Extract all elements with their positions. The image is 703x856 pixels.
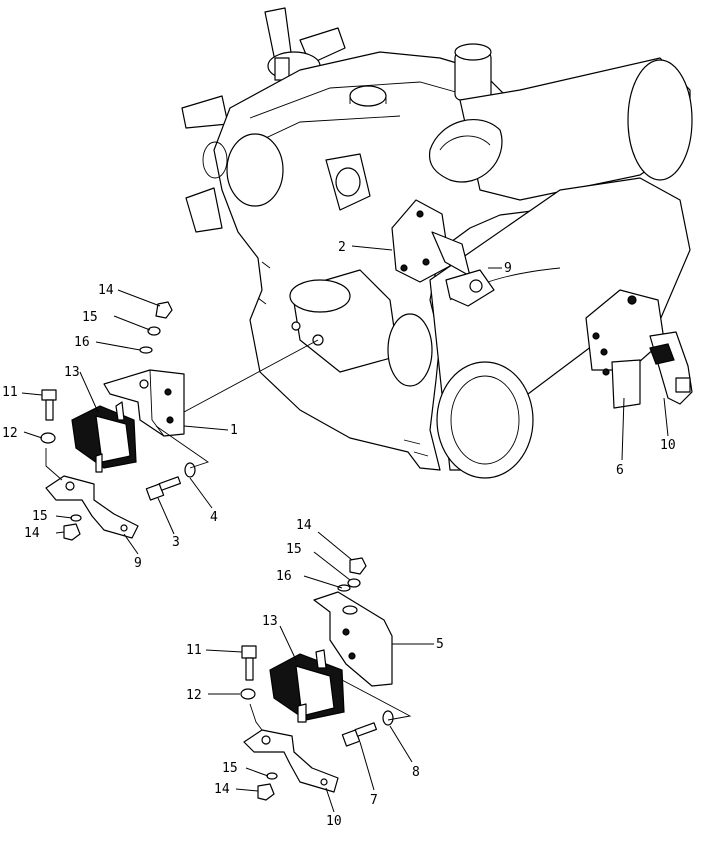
callout-4: 4 — [210, 510, 218, 525]
callout-5: 5 — [436, 637, 444, 652]
timing-cover — [226, 133, 284, 207]
lower-mount-assembly — [240, 557, 412, 801]
callout-15-d: 15 — [222, 761, 238, 776]
left-mount-assembly — [40, 301, 319, 541]
callout-11-b: 11 — [186, 643, 202, 658]
starter-motor — [289, 269, 433, 387]
nut-14-bottom — [257, 783, 275, 801]
callout-10-lower: 10 — [326, 814, 342, 829]
callout-2: 2 — [338, 240, 346, 255]
callout-11-a: 11 — [2, 385, 18, 400]
bolt-7 — [341, 722, 378, 747]
washer-12-lower — [240, 688, 256, 700]
mount-bracket-10-on-engine — [649, 331, 693, 405]
nut-14-lower — [63, 523, 81, 541]
bracket-5 — [313, 591, 393, 687]
callout-16-b: 16 — [276, 569, 292, 584]
bracket-1 — [103, 369, 185, 437]
mount-bracket-9-on-engine — [445, 269, 495, 307]
lock-washer-15-lower — [70, 514, 82, 522]
bracket-6-on-engine — [585, 289, 665, 409]
callout-8: 8 — [412, 765, 420, 780]
mount-bracket-9 — [45, 475, 139, 539]
callout-16-a: 16 — [74, 335, 90, 350]
washer-16-upper — [139, 346, 153, 354]
callout-14-a: 14 — [98, 283, 114, 298]
callout-7: 7 — [370, 793, 378, 808]
washer-8 — [382, 710, 394, 726]
oil-cap — [349, 85, 387, 107]
washer-12 — [40, 432, 56, 444]
callout-13-b: 13 — [262, 614, 278, 629]
engine-assembly — [181, 7, 693, 479]
callout-15-c: 15 — [286, 542, 302, 557]
callout-14-c: 14 — [296, 518, 312, 533]
lock-washer-15-lower-upper — [347, 578, 361, 588]
callout-12-b: 12 — [186, 688, 202, 703]
callout-15-a: 15 — [82, 310, 98, 325]
leader-lines — [21, 245, 669, 813]
bolt-3 — [145, 476, 182, 501]
nut-14-upper — [155, 301, 173, 319]
washer-4 — [184, 462, 196, 478]
callout-14-d: 14 — [214, 782, 230, 797]
muffler — [429, 177, 691, 479]
washer-16-lower-upper — [337, 584, 351, 592]
callout-6: 6 — [616, 463, 624, 478]
rubber-mount-13 — [71, 401, 137, 473]
callout-9-left: 9 — [134, 556, 142, 571]
mount-bracket-10 — [243, 729, 339, 793]
bolt-11 — [41, 389, 57, 421]
lock-washer-15-bottom — [266, 772, 278, 780]
nut-14-lower-upper — [349, 557, 367, 575]
callout-9-engine: 9 — [504, 261, 512, 276]
turbocharger — [428, 43, 693, 201]
callout-13-a: 13 — [64, 365, 80, 380]
rubber-mount-13-lower — [269, 649, 345, 723]
callout-14-b: 14 — [24, 526, 40, 541]
callout-10-engine: 10 — [660, 438, 676, 453]
bolt-11-lower — [241, 645, 257, 681]
lock-washer-15-upper — [147, 326, 161, 336]
callout-labels: 2 9 14 15 16 11 13 12 1 4 3 9 15 14 6 10… — [2, 240, 676, 829]
bracket-2-on-engine — [391, 199, 471, 283]
callout-1: 1 — [230, 423, 238, 438]
callout-3: 3 — [172, 535, 180, 550]
callout-12-a: 12 — [2, 426, 18, 441]
callout-15-b: 15 — [32, 509, 48, 524]
